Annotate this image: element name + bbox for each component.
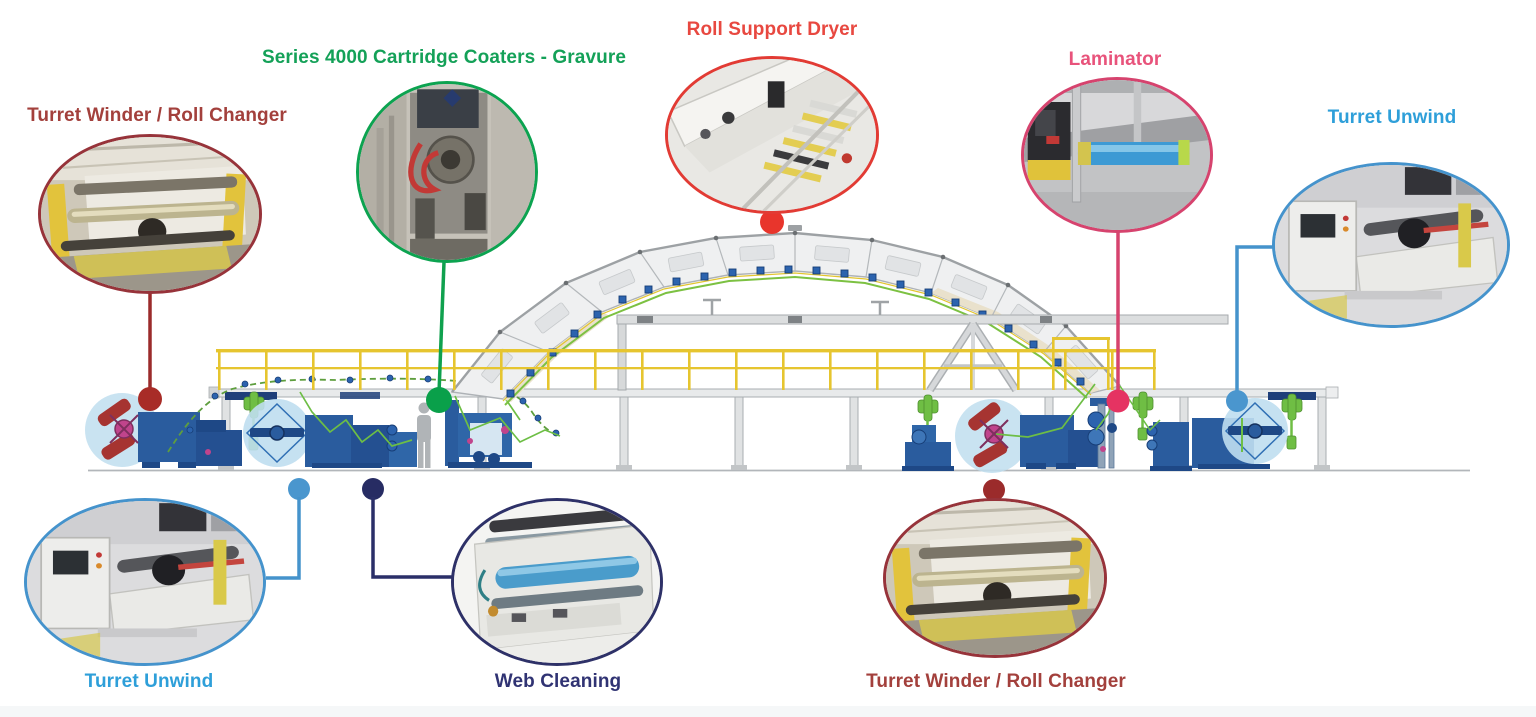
label-turret-winder-bottom-right: Turret Winder / Roll Changer	[866, 671, 1126, 692]
callout-connectors	[138, 206, 1273, 580]
cartridge-coater-photo	[356, 81, 538, 263]
bottom-band	[0, 706, 1536, 717]
person-silhouette	[417, 402, 431, 468]
turret-unwind-photo-bottom-left	[24, 498, 266, 666]
label-turret-winder-top-left: Turret Winder / Roll Changer	[27, 105, 287, 126]
label-roll-support-dryer: Roll Support Dryer	[686, 19, 858, 40]
turret-winder-photo-top-left	[38, 134, 262, 294]
right-small-unit	[902, 425, 954, 471]
platform-deck	[208, 386, 1339, 400]
laminator-station	[1087, 385, 1121, 469]
label-web-cleaning: Web Cleaning	[494, 671, 622, 692]
chain-hoists	[243, 391, 1303, 452]
coater-station	[445, 395, 561, 468]
turret-unwind-station	[243, 391, 417, 468]
turret-winder-photo-bottom-right	[883, 498, 1107, 658]
catwalk-railing	[216, 337, 1156, 390]
laminator-photo	[1021, 77, 1213, 233]
right-turret-winder	[955, 383, 1100, 473]
left-turret-winder	[85, 393, 242, 468]
label-laminator: Laminator	[1068, 49, 1162, 70]
right-processing-unit	[1119, 385, 1192, 471]
roll-support-dryer-photo	[665, 56, 879, 214]
turret-unwind-photo-top-right	[1272, 162, 1510, 328]
arch-dryer	[450, 225, 1122, 406]
label-turret-unwind-top-right: Turret Unwind	[1327, 107, 1457, 128]
label-turret-unwind-bottom-left: Turret Unwind	[84, 671, 214, 692]
right-turret-unwind	[1192, 398, 1288, 469]
web-cleaning-photo	[451, 498, 663, 666]
label-cartridge-coaters: Series 4000 Cartridge Coaters - Gravure	[261, 47, 627, 68]
support-structure	[616, 298, 1229, 393]
